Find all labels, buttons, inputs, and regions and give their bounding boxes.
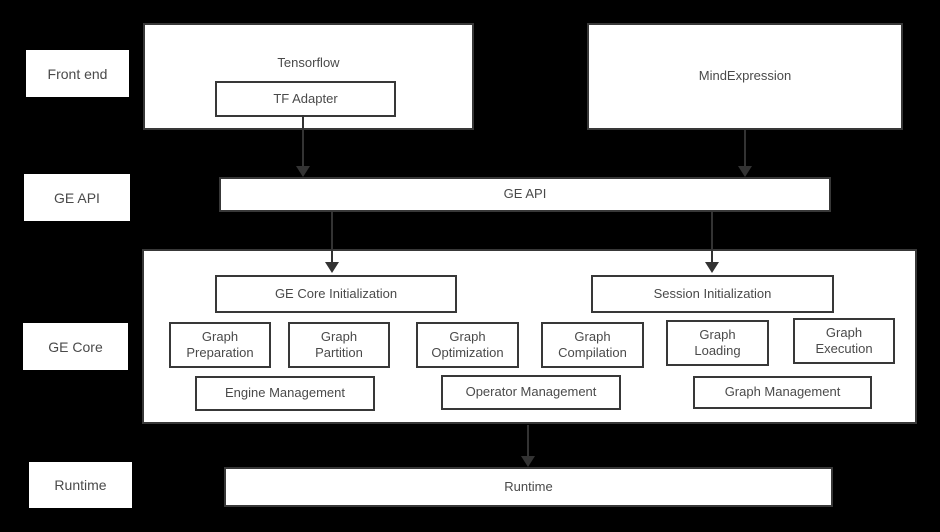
graph-partition-box: Graph Partition xyxy=(288,322,390,368)
graph-execution-box: Graph Execution xyxy=(793,318,895,364)
tensorflow-box: Tensorflow TF Adapter xyxy=(143,23,474,130)
arrow-shaft xyxy=(527,425,529,458)
graph-loading-line1: Graph xyxy=(699,326,736,342)
graph-compilation-box: Graph Compilation xyxy=(541,322,644,368)
tf-adapter-box: TF Adapter xyxy=(215,81,396,117)
graph-partition-line1: Graph xyxy=(320,328,358,344)
graph-compilation-line1: Graph xyxy=(574,328,611,344)
graph-loading-line2: Loading xyxy=(694,343,741,358)
graph-management-label: Graph Management xyxy=(724,384,841,400)
runtime-bar-label: Runtime xyxy=(504,478,553,494)
mind-expression-box: MindExpression xyxy=(587,23,903,130)
graph-preparation-line2: Preparation xyxy=(186,345,254,360)
side-label-ge-api: GE API xyxy=(24,174,130,221)
engine-management-box: Engine Management xyxy=(195,376,375,411)
ge-core-initialization-label: GE Core Initialization xyxy=(274,285,398,301)
arrow-shaft xyxy=(744,130,746,168)
mind-expression-label: MindExpression xyxy=(698,68,792,84)
arrow-head xyxy=(325,262,339,273)
graph-optimization-line2: Optimization xyxy=(431,345,504,360)
arrow-down-icon-ge-api-to-ge-core-init xyxy=(325,212,339,273)
side-label-runtime-text: Runtime xyxy=(54,477,107,493)
ge-core-box: GE Core Initialization Session Initializ… xyxy=(142,249,917,424)
ge-core-initialization-box: GE Core Initialization xyxy=(215,275,457,313)
side-label-ge-core: GE Core xyxy=(23,323,128,370)
ge-api-bar-label: GE API xyxy=(503,186,547,202)
tf-adapter-label: TF Adapter xyxy=(273,90,338,106)
graph-execution-line1: Graph xyxy=(825,324,863,340)
runtime-bar: Runtime xyxy=(224,467,833,507)
arrow-shaft xyxy=(302,115,304,168)
tensorflow-label: Tensorflow xyxy=(277,55,340,70)
graph-management-box: Graph Management xyxy=(693,376,872,409)
arrow-head xyxy=(738,166,752,177)
side-label-ge-core-text: GE Core xyxy=(48,338,103,355)
arrow-head xyxy=(296,166,310,177)
arrow-shaft xyxy=(331,212,333,264)
side-label-front-end: Front end xyxy=(26,50,129,97)
arrow-down-icon-ge-core-to-runtime xyxy=(521,425,535,467)
graph-loading-box: Graph Loading xyxy=(666,320,769,366)
graph-compilation-line2: Compilation xyxy=(558,345,627,360)
session-initialization-label: Session Initialization xyxy=(653,285,772,301)
operator-management-box: Operator Management xyxy=(441,375,621,410)
side-label-runtime: Runtime xyxy=(29,462,132,508)
arrow-down-icon-mind-expression-to-ge-api xyxy=(738,130,752,177)
arrow-shaft xyxy=(711,212,713,264)
session-initialization-box: Session Initialization xyxy=(591,275,834,313)
operator-management-label: Operator Management xyxy=(465,384,597,400)
arrow-down-icon-ge-api-to-session-init xyxy=(705,212,719,273)
arrow-head xyxy=(705,262,719,273)
graph-optimization-box: Graph Optimization xyxy=(416,322,519,368)
arrow-head xyxy=(521,456,535,467)
ge-api-bar: GE API xyxy=(219,177,831,212)
graph-preparation-line1: Graph xyxy=(201,328,239,344)
graph-preparation-box: Graph Preparation xyxy=(169,322,271,368)
graph-optimization-line1: Graph xyxy=(449,328,486,344)
side-label-front-end-text: Front end xyxy=(47,65,108,82)
arrow-down-icon-tf-adapter-to-ge-api xyxy=(296,115,310,177)
graph-partition-line2: Partition xyxy=(315,345,363,360)
engine-management-label: Engine Management xyxy=(225,385,345,401)
side-label-ge-api-text: GE API xyxy=(54,189,100,206)
graph-execution-line2: Execution xyxy=(815,341,873,356)
